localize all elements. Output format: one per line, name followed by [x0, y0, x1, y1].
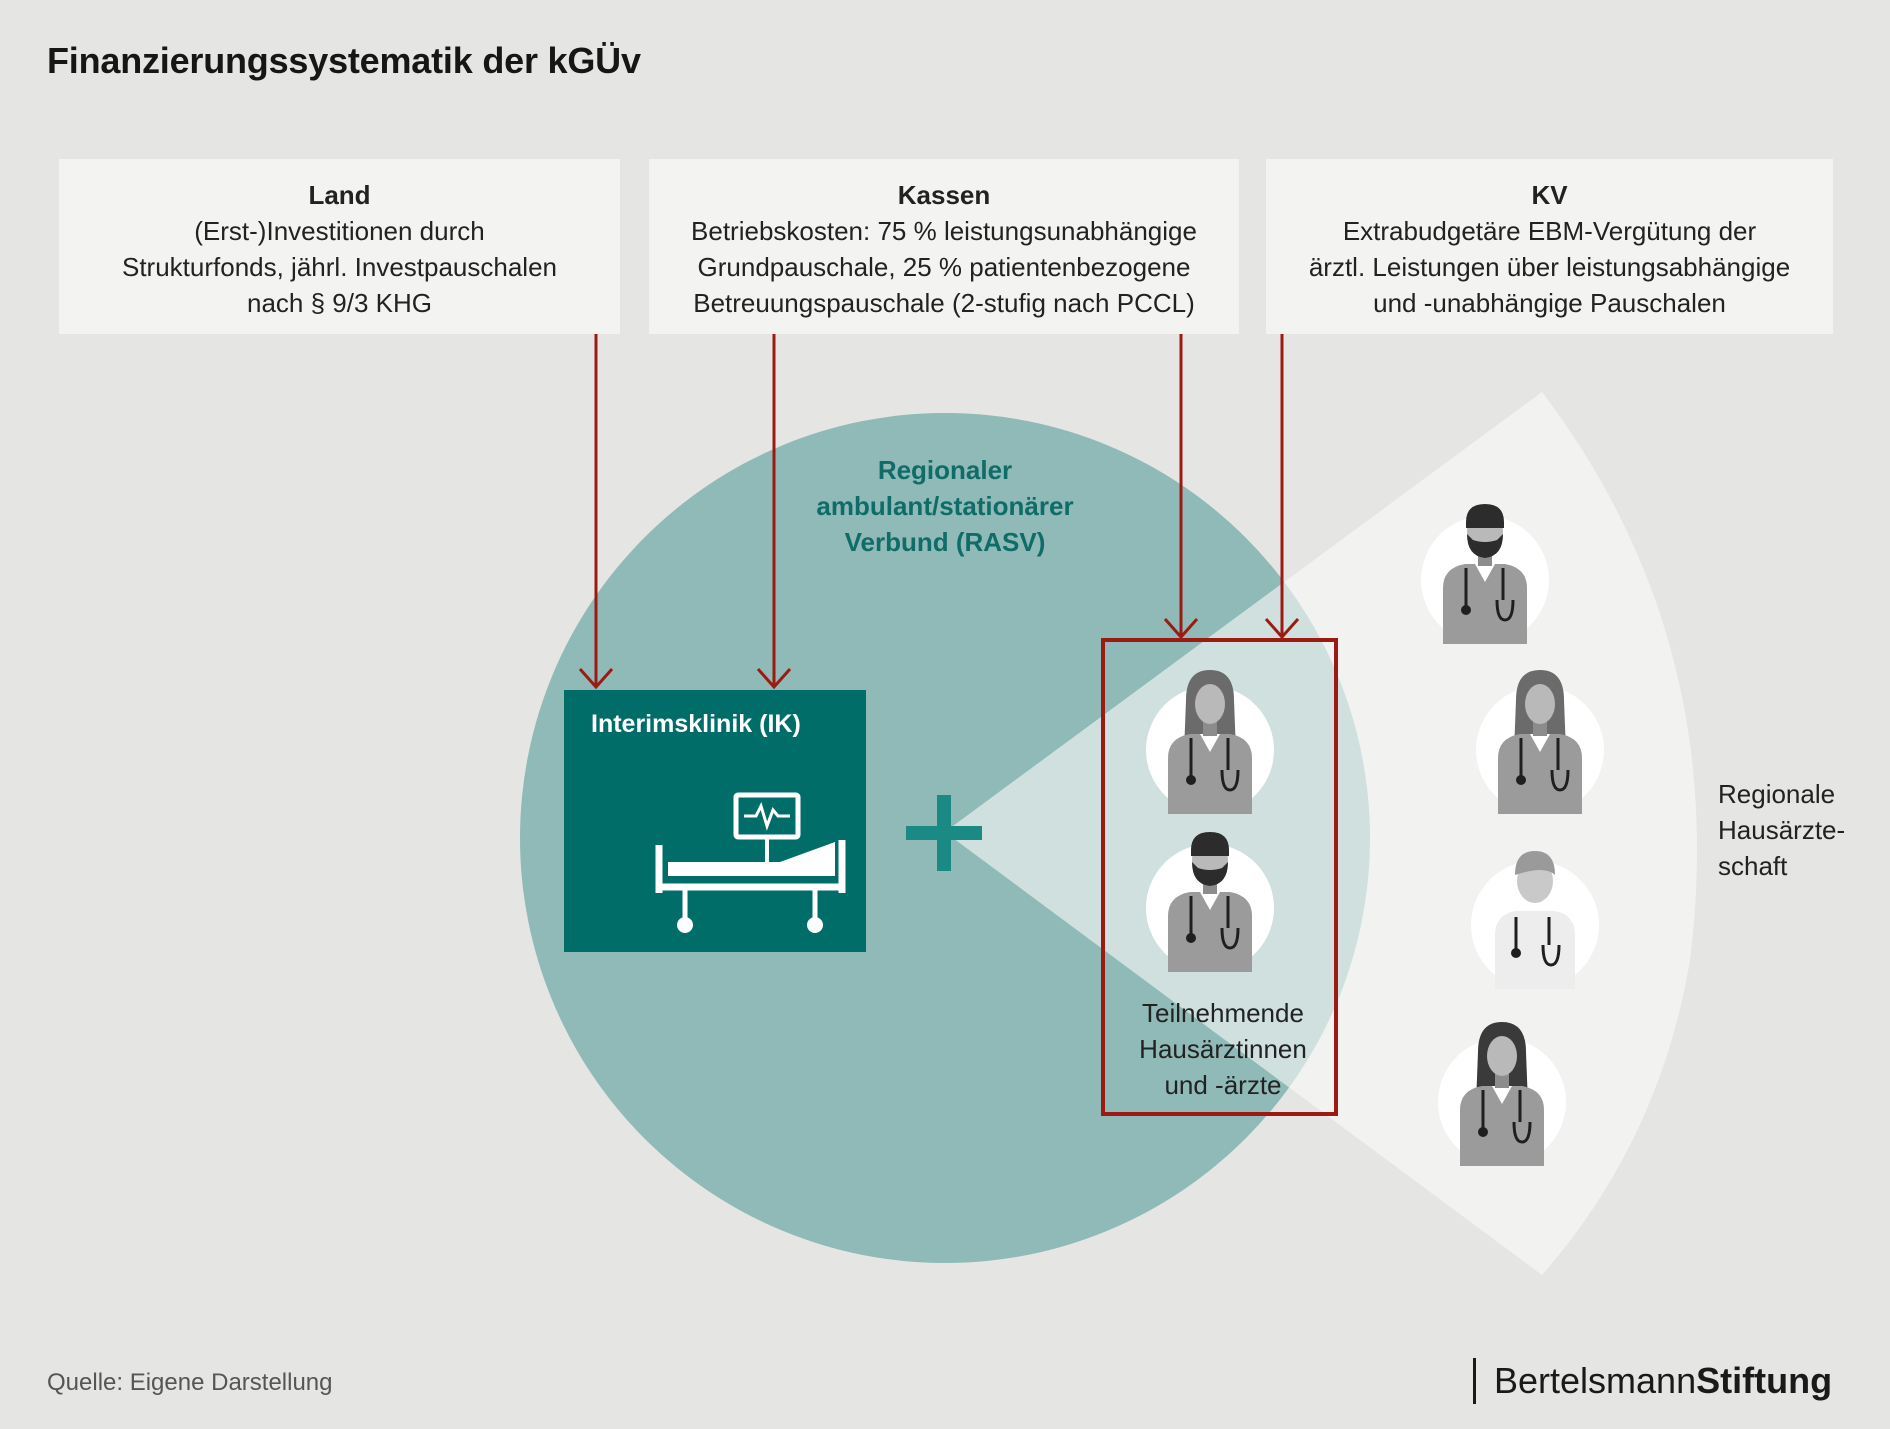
- page-title: Finanzierungssystematik der kGÜv: [47, 40, 641, 81]
- box-land-line: nach § 9/3 KHG: [247, 288, 432, 318]
- box-kv-heading: KV: [1531, 180, 1568, 210]
- region-label-line: Regionale: [1718, 779, 1836, 809]
- participants-label-line: Teilnehmende: [1142, 998, 1304, 1028]
- box-kv-line: ärztl. Leistungen über leistungsabhängig…: [1308, 252, 1791, 282]
- region-label-line: Hausärzte-: [1718, 815, 1846, 845]
- box-kassen-line: Grundpauschale, 25 % patientenbezogene: [697, 252, 1191, 282]
- box-land-line: (Erst-)Investitionen durch: [194, 216, 485, 246]
- participants-label: Teilnehmende Hausärztinnen und -ärzte: [1103, 995, 1343, 1103]
- hospital-bed-monitor-icon: [655, 792, 846, 918]
- plus-icon: [906, 795, 982, 871]
- brand-logo: BertelsmannStiftung: [1473, 1358, 1832, 1404]
- participants-label-line: Hausärztinnen: [1139, 1034, 1307, 1064]
- box-kv-line: Extrabudgetäre EBM-Vergütung der: [1342, 216, 1757, 246]
- box-kassen-line: Betriebskosten: 75 % leistungsunabhängig…: [691, 216, 1197, 246]
- box-kassen-line: Betreuungspauschale (2-stufig nach PCCL): [693, 288, 1195, 318]
- arrows: [578, 334, 1300, 690]
- region-label-line: schaft: [1718, 851, 1788, 881]
- box-land-heading: Land: [308, 180, 371, 210]
- box-kv-line: und -unabhängige Pauschalen: [1373, 288, 1726, 318]
- rasv-label: Regionaler ambulant/stationärer Verbund …: [800, 452, 1090, 560]
- participants-frame: [1101, 638, 1338, 1116]
- sector-overlap: [945, 413, 1370, 1263]
- bed-wheel-right: [807, 917, 823, 933]
- box-kv: KV Extrabudgetäre EBM-Vergütung der ärzt…: [1266, 159, 1833, 334]
- box-kassen-heading: Kassen: [897, 180, 991, 210]
- bed-wheel-left: [677, 917, 693, 933]
- box-land: Land (Erst-)Investitionen durch Struktur…: [59, 159, 620, 334]
- region-label: Regionale Hausärzte- schaft: [1718, 776, 1845, 884]
- box-land-line: Strukturfonds, jährl. Investpauschalen: [121, 252, 558, 282]
- participants-label-line: und -ärzte: [1164, 1070, 1282, 1100]
- rasv-label-line: ambulant/stationärer: [816, 491, 1074, 521]
- box-kassen: Kassen Betriebskosten: 75 % leistungsuna…: [649, 159, 1239, 334]
- rasv-label-line: Verbund (RASV): [844, 527, 1046, 557]
- brand-name-part1: Bertelsmann: [1494, 1360, 1697, 1401]
- brand-name-part2: Stiftung: [1696, 1360, 1833, 1401]
- rasv-label-line: Regionaler: [877, 455, 1013, 485]
- source-note: Quelle: Eigene Darstellung: [47, 1369, 333, 1396]
- clinic-label: Interimsklinik (IK): [591, 710, 801, 738]
